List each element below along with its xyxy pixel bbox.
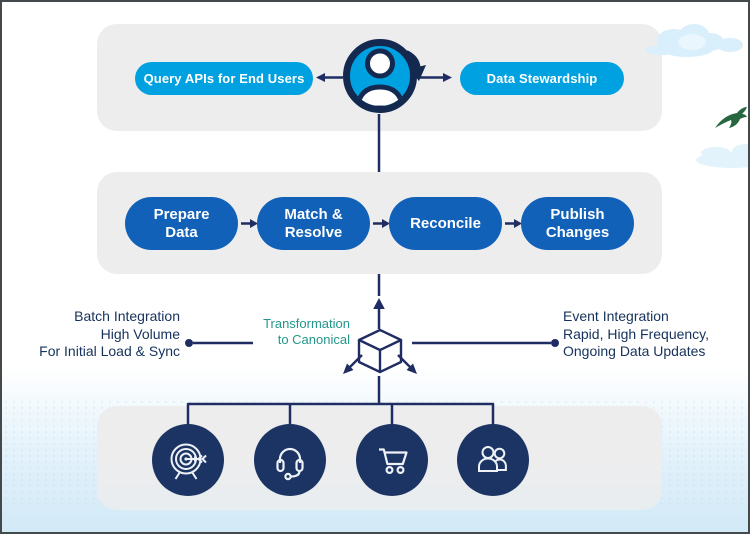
data-stewardship-pill: Data Stewardship [460,62,624,95]
publish-changes-pill: Publish Changes [521,197,634,250]
event-line: Ongoing Data Updates [563,343,706,359]
data-stewardship-label: Data Stewardship [486,71,598,86]
transform-line: Transformation [263,316,350,331]
source-system-marketing [152,424,224,496]
headset-icon [276,447,304,481]
query-apis-pill: Query APIs for End Users [135,62,313,95]
step-line: Resolve [284,223,343,241]
transformation-label: Transformation to Canonical [252,316,350,348]
reconcile-pill: Reconcile [389,197,502,250]
query-apis-label: Query APIs for End Users [143,71,305,86]
source-system-service [254,424,326,496]
batch-line: Batch Integration [74,308,180,324]
step-line: Changes [545,223,610,241]
people-icon [478,446,507,472]
step-line: Prepare [153,205,210,223]
event-line: Rapid, High Frequency, [563,325,710,342]
batch-integration-label: Batch Integration High Volume For Initia… [22,308,180,361]
target-icon [170,443,207,480]
transform-line: to Canonical [277,332,350,347]
match-resolve-pill: Match & Resolve [257,197,370,250]
event-line: Event Integration [563,308,669,324]
batch-line: High Volume [100,325,180,342]
prepare-data-pill: Prepare Data [125,197,238,250]
source-system-commerce [356,424,428,496]
step-line: Match & [284,205,343,223]
step-line: Data [165,223,198,241]
step-line: Reconcile [410,214,481,232]
batch-line: For Initial Load & Sync [39,343,180,359]
cart-icon [379,448,408,475]
cloud-icon [696,144,748,168]
event-integration-label: Event Integration Rapid, High Frequency,… [563,308,741,361]
cube-axes-icon [348,328,412,374]
bird-icon [715,107,747,128]
step-line: Publish [550,205,605,223]
source-system-customers [457,424,529,496]
